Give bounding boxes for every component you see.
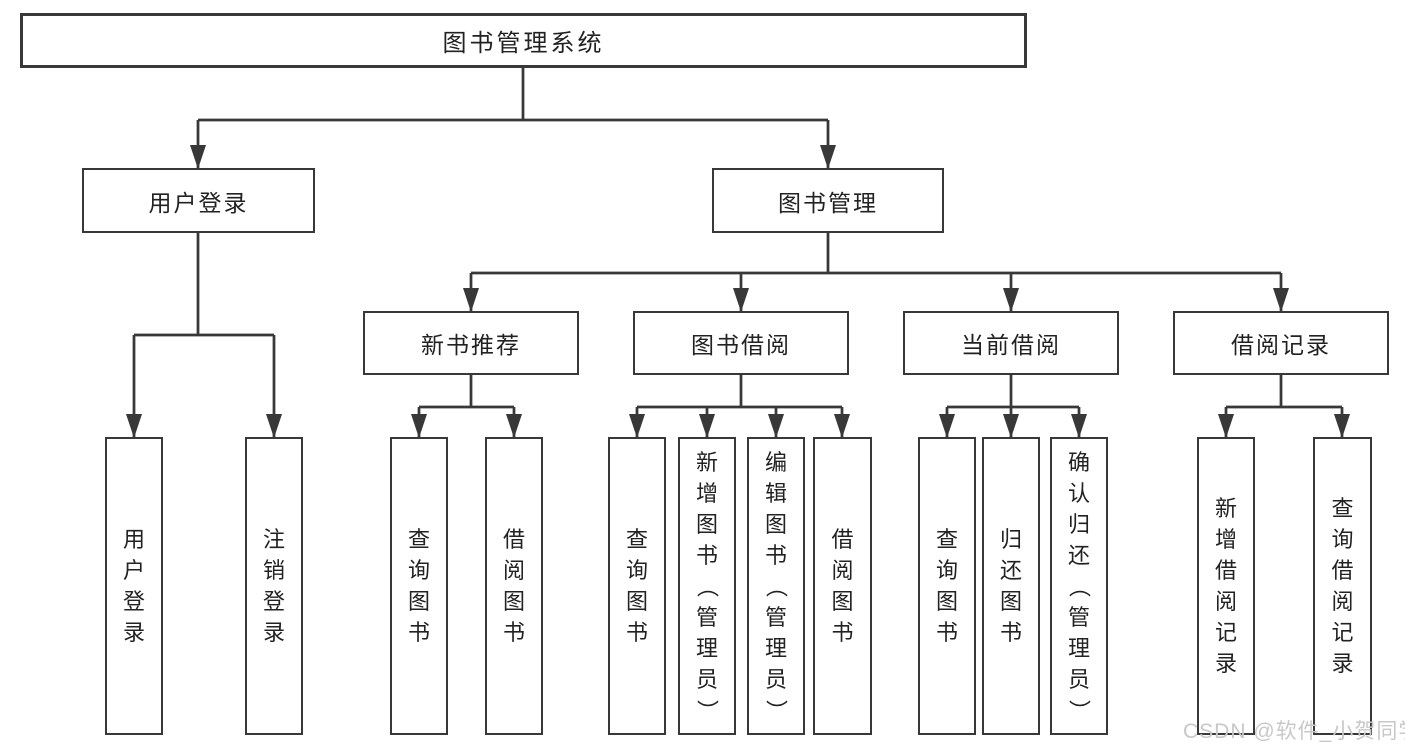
node-borrow-record: 借阅记录 [1173, 311, 1389, 375]
csdn-watermark: CSDN @软件_小贺同学 [1183, 720, 1405, 743]
leaf-user-login: 用户登录 [105, 437, 163, 735]
leaf-borrow-book: 借阅图书 [813, 437, 872, 735]
node-book-borrow: 图书借阅 [633, 311, 849, 375]
leaf-add-borrow-record: 新增借阅记录 [1197, 437, 1255, 735]
node-current-borrow: 当前借阅 [903, 311, 1119, 375]
leaf-query-book-current: 查询图书 [918, 437, 976, 735]
leaf-confirm-return-admin: 确认归还（管理员） [1050, 437, 1108, 735]
node-system-root: 图书管理系统 [20, 13, 1027, 68]
node-book-management: 图书管理 [712, 168, 944, 233]
leaf-return-book: 归还图书 [982, 437, 1040, 735]
leaf-add-book-admin: 新增图书（管理员） [678, 437, 736, 735]
leaf-borrow-book-recommend: 借阅图书 [485, 437, 543, 735]
leaf-query-borrow-record: 查询借阅记录 [1313, 437, 1372, 735]
leaf-edit-book-admin: 编辑图书（管理员） [747, 437, 805, 735]
leaf-query-book-borrow: 查询图书 [608, 437, 666, 735]
node-user-login: 用户登录 [82, 168, 315, 233]
leaf-logout: 注销登录 [245, 437, 303, 735]
leaf-query-book-recommend: 查询图书 [390, 437, 448, 735]
node-new-book-recommend: 新书推荐 [363, 311, 579, 375]
